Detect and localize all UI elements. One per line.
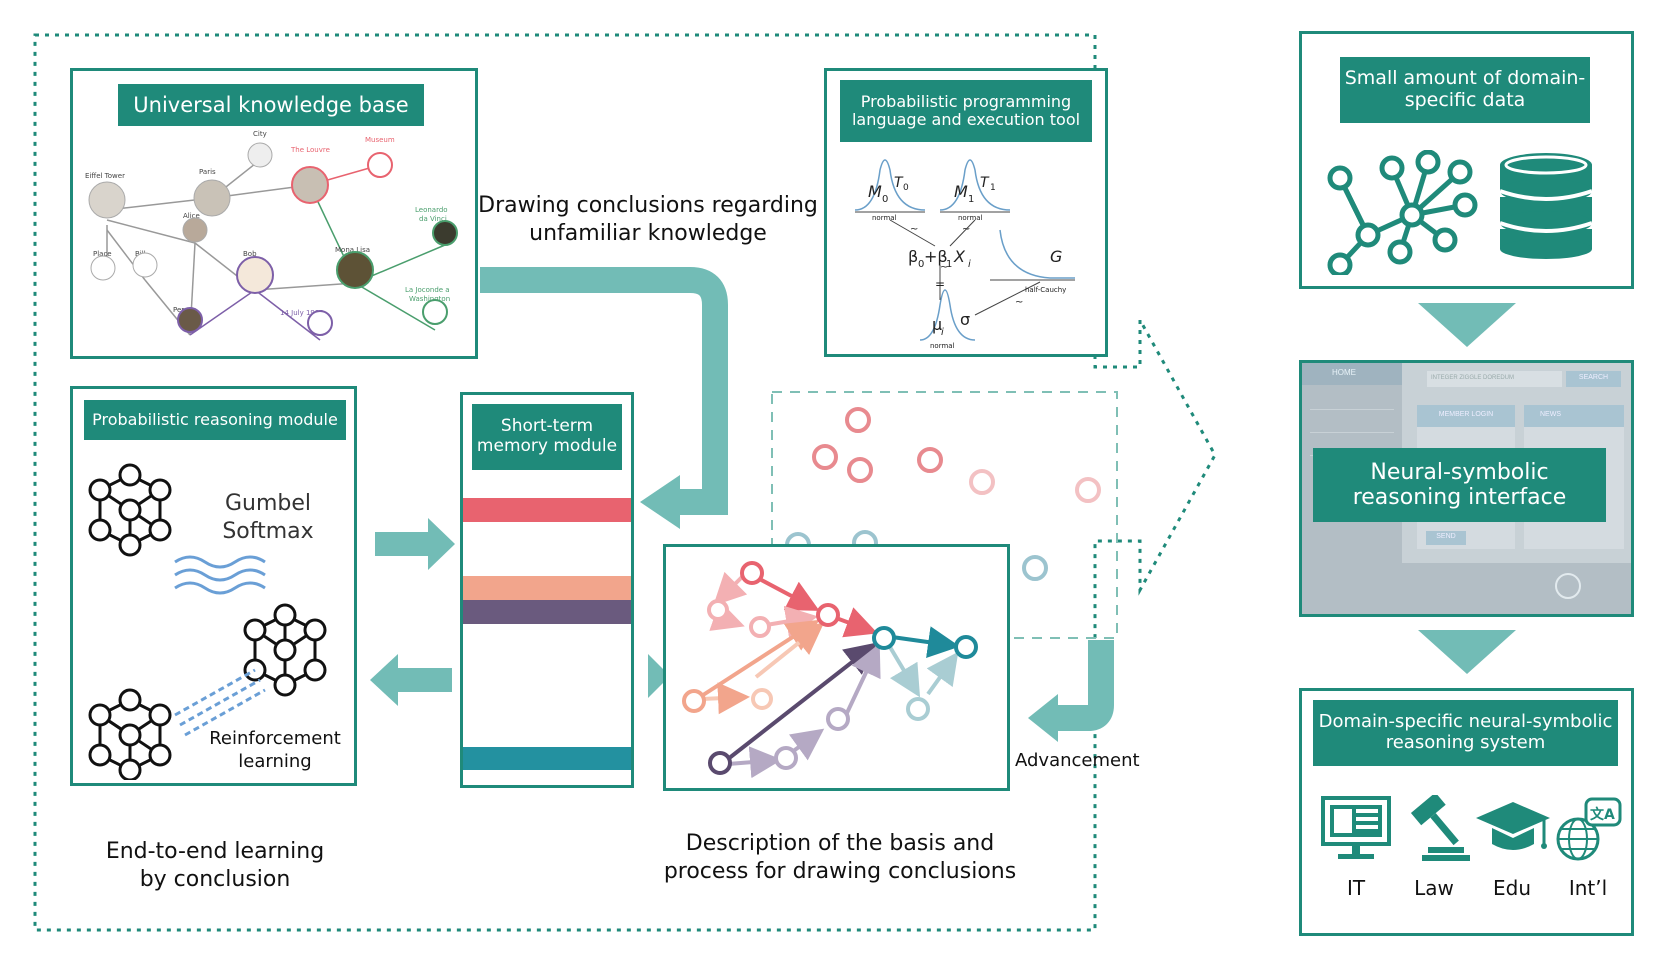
- symbol-mu: μ: [932, 315, 942, 334]
- interface-title: Neural-symbolic reasoning interface: [1313, 448, 1606, 522]
- dotted-frame: [33, 33, 1217, 932]
- svg-text:Alice: Alice: [183, 212, 200, 220]
- prob-model-diagram: M 0 T 0 normal M 1 T 1 normal β 0 +β 1 X…: [854, 159, 1075, 350]
- symbol-beta1-sub: 1: [946, 259, 952, 270]
- svg-text:文A: 文A: [1590, 806, 1615, 823]
- svg-text:City: City: [253, 130, 267, 138]
- svg-text:Leonardo: Leonardo: [415, 206, 448, 214]
- interface-menu-home[interactable]: HOME: [1302, 363, 1402, 385]
- symbol-tilde-c: ~: [1015, 297, 1023, 308]
- conclusion-graph: [682, 561, 978, 779]
- svg-text:Washington: Washington: [409, 295, 450, 303]
- memory-module-title: Short-term memory module: [472, 404, 622, 470]
- symbol-beta0: β: [908, 247, 918, 266]
- symbol-beta1: +β: [924, 247, 948, 266]
- graduation-cap-icon: [1476, 802, 1550, 850]
- description-label: Description of the basis and process for…: [663, 831, 1017, 884]
- symbol-t-sub: 0: [903, 183, 909, 193]
- interface-send-button[interactable]: SEND: [1426, 531, 1466, 545]
- knowledge-graph: Eiffel Tower Paris City The Louvre Museu…: [85, 130, 458, 341]
- interface-member-login[interactable]: MEMBER LOGIN: [1417, 405, 1515, 427]
- symbol-normal-b: normal: [958, 214, 983, 222]
- globe-translate-icon: 文A: [1556, 797, 1622, 861]
- memory-slot-1: [463, 498, 631, 522]
- domain-label-it: IT: [1346, 876, 1366, 900]
- symbol-m-sub: 0: [882, 194, 888, 205]
- svg-text:Eiffel Tower: Eiffel Tower: [85, 172, 125, 180]
- memory-slot-2: [463, 576, 631, 600]
- memory-slot-3: [463, 600, 631, 624]
- symbol-m1: M: [954, 182, 968, 201]
- svg-text:Museum: Museum: [365, 136, 395, 144]
- symbol-mu-sub: i: [941, 327, 944, 338]
- interface-search-button[interactable]: SEARCH: [1566, 371, 1621, 387]
- svg-text:Place: Place: [93, 250, 112, 258]
- database-icon: [1499, 153, 1593, 259]
- advancement-arrow: [1055, 640, 1114, 731]
- symbol-equals: =: [935, 277, 945, 291]
- symbol-tilde-d: ~: [940, 262, 948, 273]
- interface-search[interactable]: INTEGER ZIGGLE DOREDUM: [1427, 371, 1562, 387]
- symbol-tilde-b: ~: [962, 224, 970, 235]
- prob-programming-title: Probabilistic programming language and e…: [840, 80, 1092, 142]
- symbol-g: G: [1050, 247, 1062, 266]
- svg-text:La Joconde a: La Joconde a: [405, 286, 450, 294]
- tree-icon: [1327, 150, 1478, 275]
- symbol-x: X: [953, 247, 966, 266]
- reasoning-networks: [88, 463, 327, 780]
- symbol-t: T: [894, 175, 904, 191]
- svg-text:da Vinci: da Vinci: [419, 215, 447, 223]
- memory-slots: [463, 498, 631, 770]
- domain-data-title: Small amount of domain-specific data: [1340, 57, 1590, 123]
- gavel-icon: [1410, 795, 1470, 861]
- domain-label-intl: Int’l: [1568, 876, 1608, 900]
- symbol-t1-sub: 1: [990, 183, 996, 193]
- symbol-tilde-a: ~: [910, 224, 918, 235]
- svg-text:Mona Lisa: Mona Lisa: [335, 246, 370, 254]
- svg-text:14 July 1990: 14 July 1990: [280, 309, 324, 317]
- symbol-sigma: σ: [960, 310, 970, 329]
- memory-slot-4: [463, 747, 631, 770]
- end-to-end-label: End-to-end learning by conclusion: [105, 839, 325, 892]
- symbol-half-cauchy: half-Cauchy: [1025, 286, 1066, 294]
- symbol-m: M: [868, 182, 882, 201]
- reasoning-module-title: Probabilistic reasoning module: [84, 400, 346, 440]
- interface-play-icon[interactable]: [1555, 573, 1581, 599]
- domain-label-law: Law: [1414, 876, 1454, 900]
- monitor-icon: [1321, 796, 1391, 859]
- knowledge-base-title: Universal knowledge base: [118, 84, 424, 126]
- svg-text:The Louvre: The Louvre: [290, 146, 330, 154]
- svg-text:Bob: Bob: [243, 250, 257, 258]
- interface-footer: [1302, 563, 1631, 614]
- interface-menu-item[interactable]: [1310, 389, 1394, 410]
- symbol-x-sub: i: [968, 259, 971, 270]
- gumbel-softmax-label: Gumbel Softmax: [222, 491, 314, 544]
- interface-menu-item[interactable]: [1310, 412, 1394, 433]
- flow-arrow-to-memory: [480, 267, 728, 515]
- system-title: Domain-specific neural-symbolic reasonin…: [1313, 700, 1618, 766]
- interface-news[interactable]: NEWS: [1524, 405, 1624, 427]
- symbol-normal-c: normal: [930, 342, 955, 350]
- domain-label-edu: Edu: [1492, 876, 1531, 900]
- symbol-t1: T: [980, 175, 990, 191]
- symbol-m1-sub: 1: [968, 194, 974, 205]
- symbol-beta0-sub: 0: [918, 259, 924, 270]
- reinforcement-learning-label: Reinforcement learning: [209, 728, 341, 773]
- svg-text:Paris: Paris: [199, 168, 216, 176]
- drawing-conclusions-label: Drawing conclusions regarding unfamiliar…: [478, 193, 818, 246]
- symbol-normal-a: normal: [872, 214, 897, 222]
- advancement-label: Advancement: [1015, 750, 1140, 771]
